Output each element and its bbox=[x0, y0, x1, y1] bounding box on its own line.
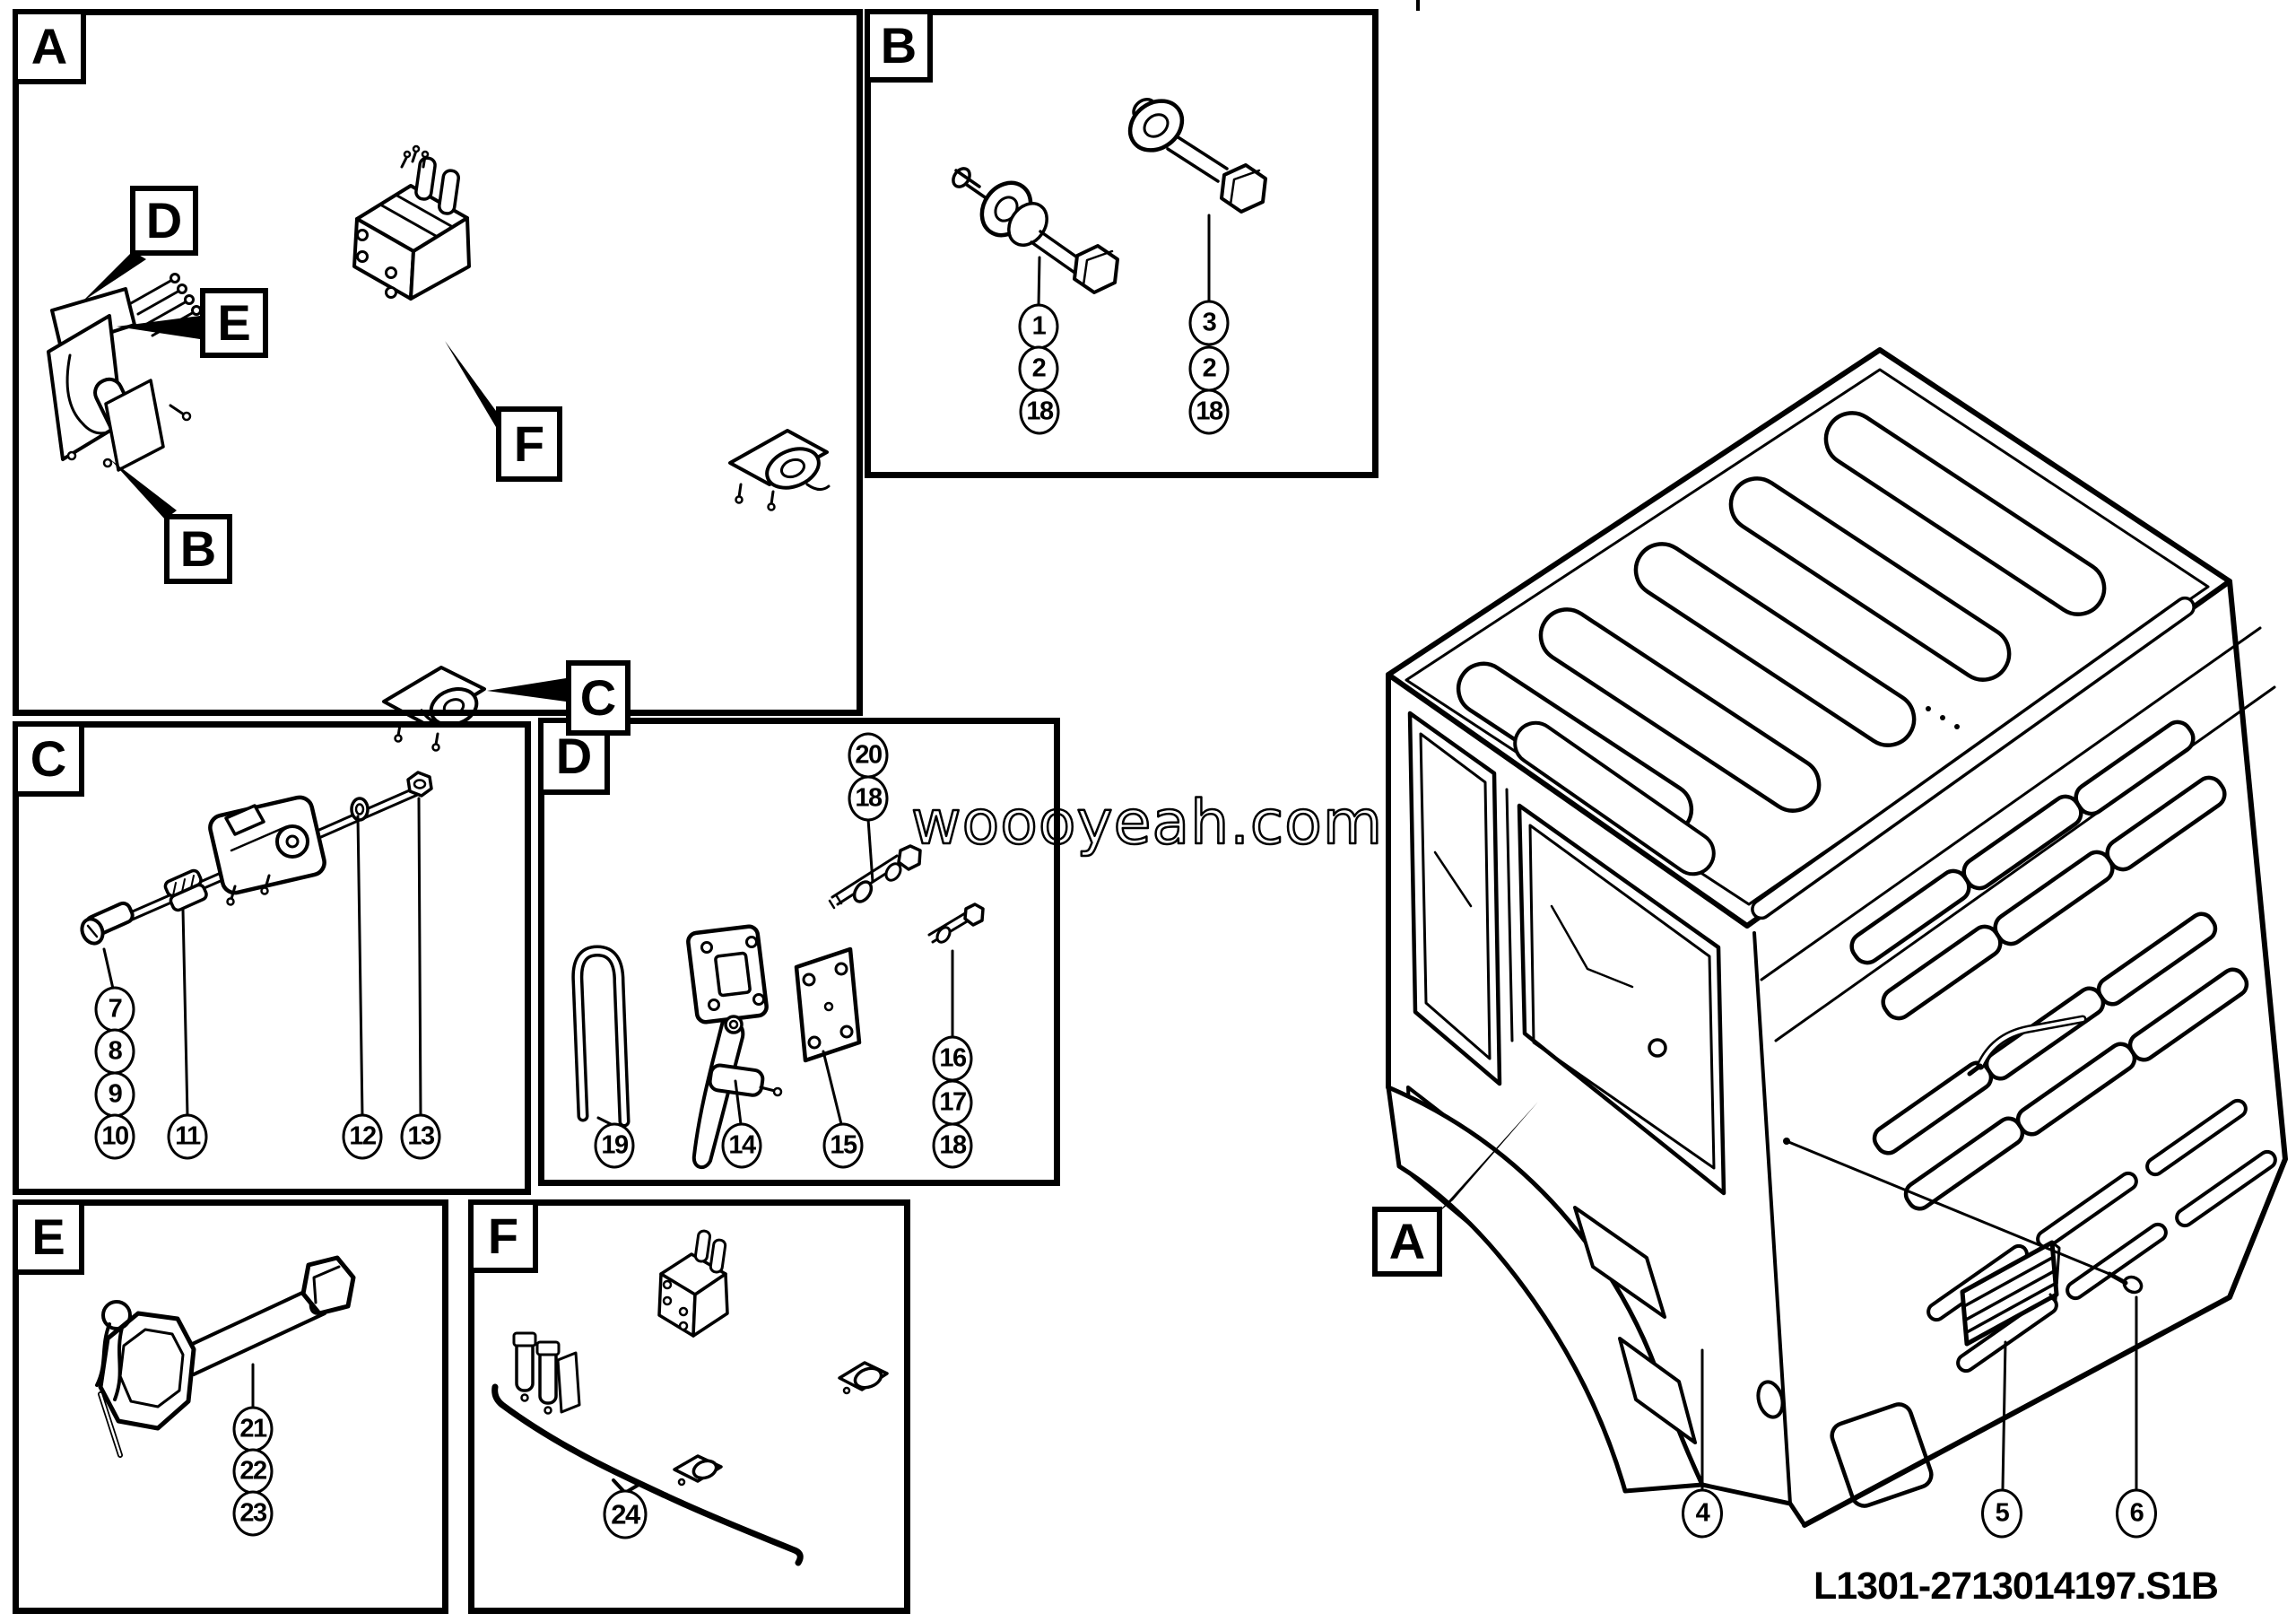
part-callout-14: 14 bbox=[721, 1122, 762, 1169]
part-callout-2: 2 bbox=[1188, 345, 1230, 392]
part-callout-4: 4 bbox=[1682, 1488, 1723, 1539]
drawing-number: L1301-2713014197.S1B bbox=[1813, 1565, 2219, 1608]
part-callout-3: 3 bbox=[1188, 300, 1230, 346]
part-callout-20: 20 bbox=[848, 732, 889, 779]
part-callout-6: 6 bbox=[2116, 1488, 2157, 1539]
panel-a-valve-block-sketch bbox=[352, 144, 471, 301]
part-callout-24: 24 bbox=[603, 1489, 648, 1539]
panel-b-hex-bolt-sketch bbox=[1127, 98, 1267, 214]
panel-f-label: F bbox=[468, 1199, 538, 1273]
ref-box-e: E bbox=[200, 288, 268, 358]
part-callout-13: 13 bbox=[400, 1113, 441, 1160]
panel-b-frame bbox=[865, 9, 1378, 478]
truck-cab-drawing bbox=[1386, 347, 2288, 1528]
panel-a-frame bbox=[13, 9, 863, 716]
part-callout-18: 18 bbox=[932, 1122, 973, 1169]
part-callout-10: 10 bbox=[94, 1113, 135, 1160]
part-callout-19: 19 bbox=[594, 1122, 635, 1169]
part-callout-15: 15 bbox=[822, 1122, 864, 1169]
ref-box-b: B bbox=[164, 514, 232, 584]
callout-pointers bbox=[83, 251, 1538, 1213]
part-callout-18: 18 bbox=[848, 775, 889, 822]
part-callout-1: 1 bbox=[1018, 303, 1059, 350]
part-callout-16: 16 bbox=[932, 1035, 973, 1082]
part-callout-5: 5 bbox=[1981, 1488, 2022, 1539]
part-callout-12: 12 bbox=[342, 1113, 383, 1160]
part-callout-18: 18 bbox=[1188, 388, 1230, 435]
part-callout-2: 2 bbox=[1018, 345, 1059, 392]
panel-c-label: C bbox=[13, 721, 84, 797]
part-callout-23: 23 bbox=[232, 1490, 274, 1537]
panel-f-hinge-right-sketch bbox=[838, 1361, 889, 1395]
panel-e-hinge-pin-sketch bbox=[95, 1255, 356, 1458]
panel-d-short-bolt-sketch bbox=[927, 903, 985, 944]
panel-a-lock-assembly-sketch bbox=[47, 273, 202, 472]
part-callout-18: 18 bbox=[1019, 388, 1060, 435]
panel-f-valve-block-sketch bbox=[657, 1229, 729, 1338]
truck-ref-box-a: A bbox=[1372, 1207, 1442, 1277]
ref-box-f: F bbox=[496, 406, 562, 482]
panel-a-hinge-sketch bbox=[728, 429, 831, 511]
panel-e-label: E bbox=[13, 1199, 84, 1275]
panel-d-u-rod-sketch bbox=[571, 945, 631, 1128]
part-callout-8: 8 bbox=[94, 1028, 135, 1075]
part-callout-21: 21 bbox=[232, 1406, 274, 1452]
panel-e-frame bbox=[13, 1199, 448, 1614]
panel-d-striker-plate-sketch bbox=[794, 946, 862, 1063]
part-callout-7: 7 bbox=[94, 986, 135, 1033]
panel-f-twin-cylinder-sketch bbox=[512, 1331, 581, 1415]
panel-d-long-bolt-sketch bbox=[828, 844, 922, 910]
part-callout-22: 22 bbox=[232, 1448, 274, 1495]
part-callout-11: 11 bbox=[167, 1113, 208, 1160]
part-callout-9: 9 bbox=[94, 1071, 135, 1118]
leader-lines bbox=[102, 214, 2138, 1490]
panel-c-frame bbox=[13, 721, 531, 1195]
ref-box-d: D bbox=[130, 186, 198, 256]
panel-c-lock-cylinder-sketch bbox=[80, 771, 433, 946]
watermark-text: woooyeah.com bbox=[911, 788, 1383, 859]
panel-b-label: B bbox=[865, 9, 933, 83]
crop-tick-mark bbox=[1416, 0, 1420, 11]
panel-f-hinge-small-sketch bbox=[673, 1454, 723, 1487]
panel-b-pin-bolt-sketch bbox=[952, 167, 1119, 294]
part-callout-17: 17 bbox=[932, 1079, 973, 1126]
panel-a-label: A bbox=[13, 9, 86, 84]
ref-box-c: C bbox=[566, 660, 631, 736]
panel-d-frame bbox=[538, 718, 1060, 1186]
panel-f-frame bbox=[468, 1199, 910, 1614]
panel-d-door-handle-sketch bbox=[686, 924, 783, 1170]
